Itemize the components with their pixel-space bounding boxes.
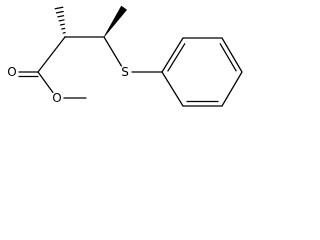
bond-line [103,36,123,67]
bond-line [37,36,66,73]
bond-line [221,71,243,107]
atom-label-o: O [7,65,16,79]
bond-hashed-wedge [54,6,67,38]
bond-wedge [103,5,127,38]
bond-line-double [167,43,186,72]
atom-labels-layer: O O S [7,65,129,105]
bond-line [221,37,243,73]
atom-label-s: S [121,65,129,79]
bond-line-double [219,43,237,72]
bond-line [161,37,184,73]
bond-line [37,71,54,93]
bonds-layer [18,5,243,107]
molecule-structure-diagram: O O S [7,5,243,107]
atom-label-o: O [52,91,61,105]
bond-line [161,71,184,107]
